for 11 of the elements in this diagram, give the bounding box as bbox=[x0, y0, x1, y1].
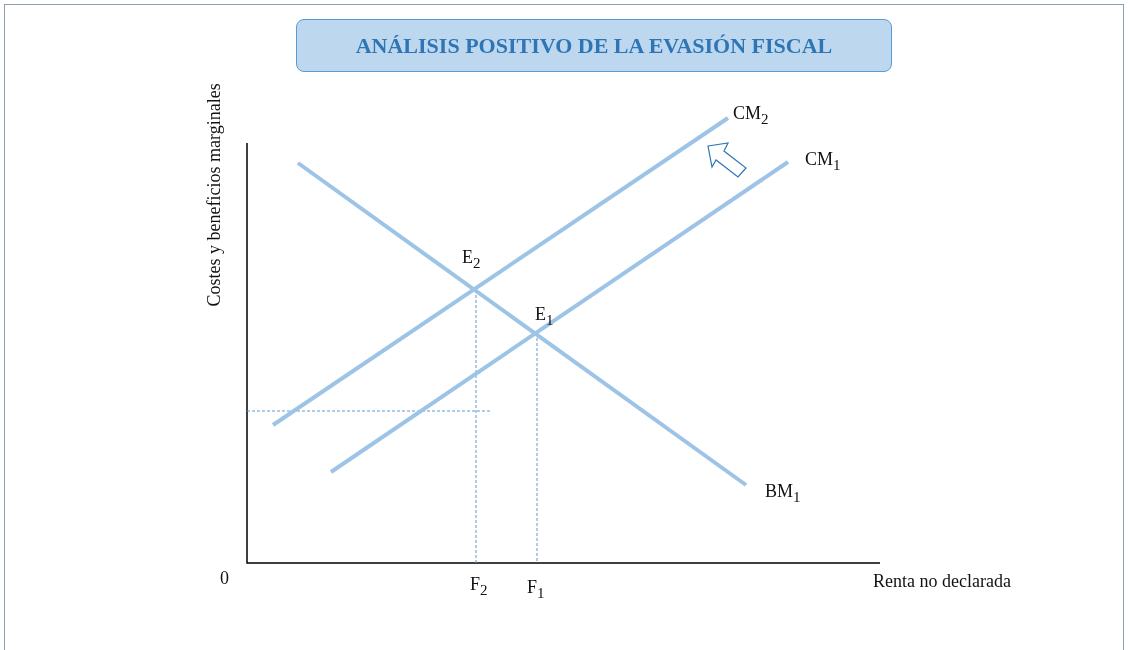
curve-label: CM$_{2}$ bbox=[733, 104, 769, 128]
curve-label: CM$_{1}$ bbox=[805, 150, 841, 174]
point-label: E$_{1}$ bbox=[535, 305, 554, 329]
curve-label: BM$_{1}$ bbox=[765, 482, 801, 506]
title-banner: ANÁLISIS POSITIVO DE LA EVASIÓN FISCAL bbox=[296, 19, 892, 72]
axis-title: Renta no declarada bbox=[873, 572, 1011, 592]
origin-label: 0 bbox=[220, 569, 229, 589]
axis-title: Costes y beneficios marginales bbox=[205, 82, 225, 309]
point-label: F$_{2}$ bbox=[470, 575, 488, 599]
point-label: F$_{1}$ bbox=[527, 578, 545, 602]
point-label: E$_{2}$ bbox=[462, 248, 481, 272]
